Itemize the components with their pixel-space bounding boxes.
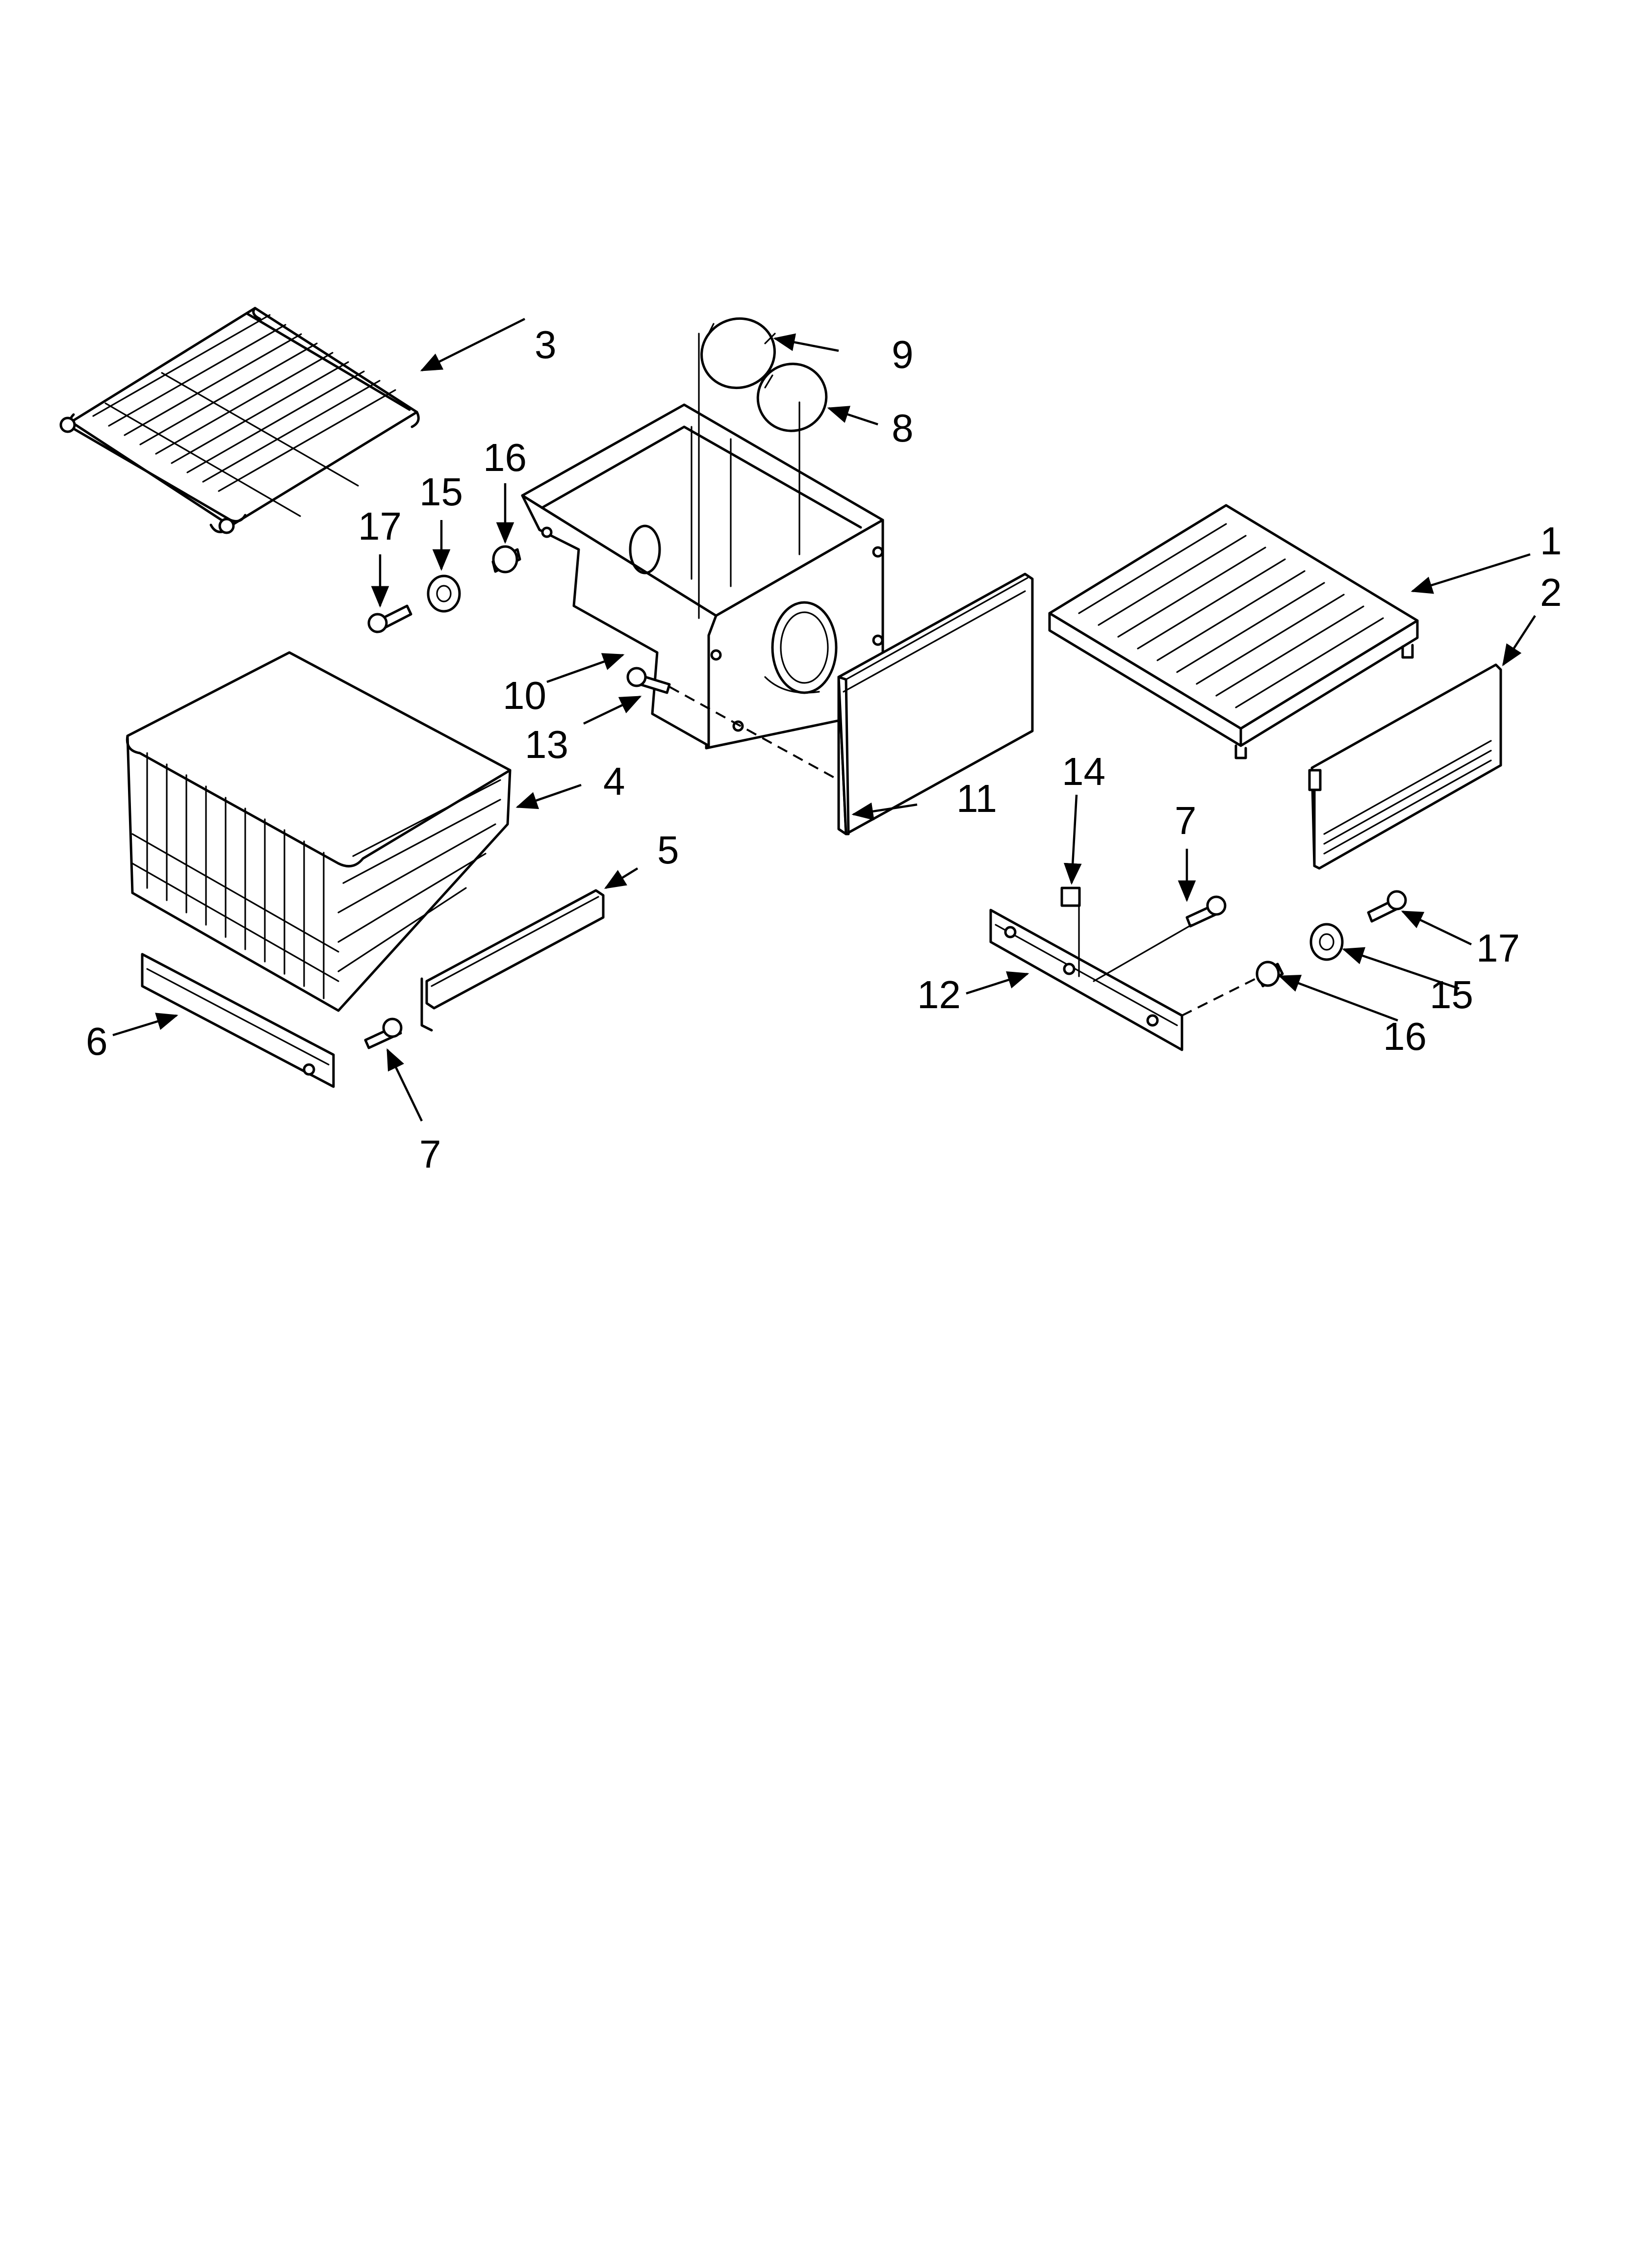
callout-10: 10	[503, 674, 546, 717]
callout-3: 3	[535, 323, 557, 366]
callout-16-right: 16	[1383, 1015, 1427, 1058]
screw-part-17-right	[1367, 890, 1407, 923]
callout-labels: 3 9 8 16 15 17 1 2 10 13 4 11 5 14 7 17 …	[86, 323, 1562, 1176]
wire-basket-part-4	[126, 651, 512, 1012]
housing-part-10	[521, 403, 884, 750]
cover-part-8	[756, 363, 828, 555]
callout-14: 14	[1062, 750, 1105, 793]
slide-part-5	[420, 889, 605, 1032]
cover-part-9	[698, 317, 776, 619]
bushing-part-16-left	[491, 545, 521, 574]
panel-part-11	[837, 573, 1034, 835]
screw-part-13	[626, 667, 671, 694]
glass-shelf-part-1	[1048, 504, 1419, 759]
callout-13: 13	[525, 723, 568, 766]
callout-4: 4	[603, 759, 625, 803]
callout-9: 9	[892, 333, 914, 376]
wire-shelf-part-3	[59, 307, 420, 534]
rail-part-6	[141, 953, 335, 1088]
leader-arrows	[112, 317, 1536, 1121]
callout-5: 5	[657, 828, 679, 872]
callout-16-left: 16	[483, 436, 527, 479]
callout-11: 11	[956, 777, 997, 820]
drawer-front-part-2	[1308, 663, 1502, 870]
rail-part-12	[989, 909, 1183, 1051]
screw-part-7-left	[364, 1017, 403, 1049]
callout-17-right: 17	[1476, 926, 1520, 970]
callout-15-right: 15	[1430, 973, 1473, 1017]
callout-17-left: 17	[358, 504, 402, 548]
spacer-part-15-left	[427, 574, 461, 613]
spacer-part-15-right	[1309, 923, 1344, 961]
callout-12: 12	[917, 973, 961, 1017]
callout-2: 2	[1540, 571, 1562, 614]
screw-part-17-left	[367, 604, 412, 633]
clip-part-14	[1060, 886, 1081, 907]
callout-6: 6	[86, 1019, 108, 1063]
callout-7-left: 7	[419, 1132, 441, 1176]
callout-8: 8	[892, 406, 914, 450]
callout-15-left: 15	[419, 470, 463, 514]
callout-7-right: 7	[1175, 799, 1197, 842]
bushing-part-16-right	[1256, 961, 1284, 988]
assembly-lines	[669, 686, 1256, 1017]
screw-part-7-right	[1185, 895, 1227, 928]
callout-1: 1	[1540, 519, 1562, 563]
